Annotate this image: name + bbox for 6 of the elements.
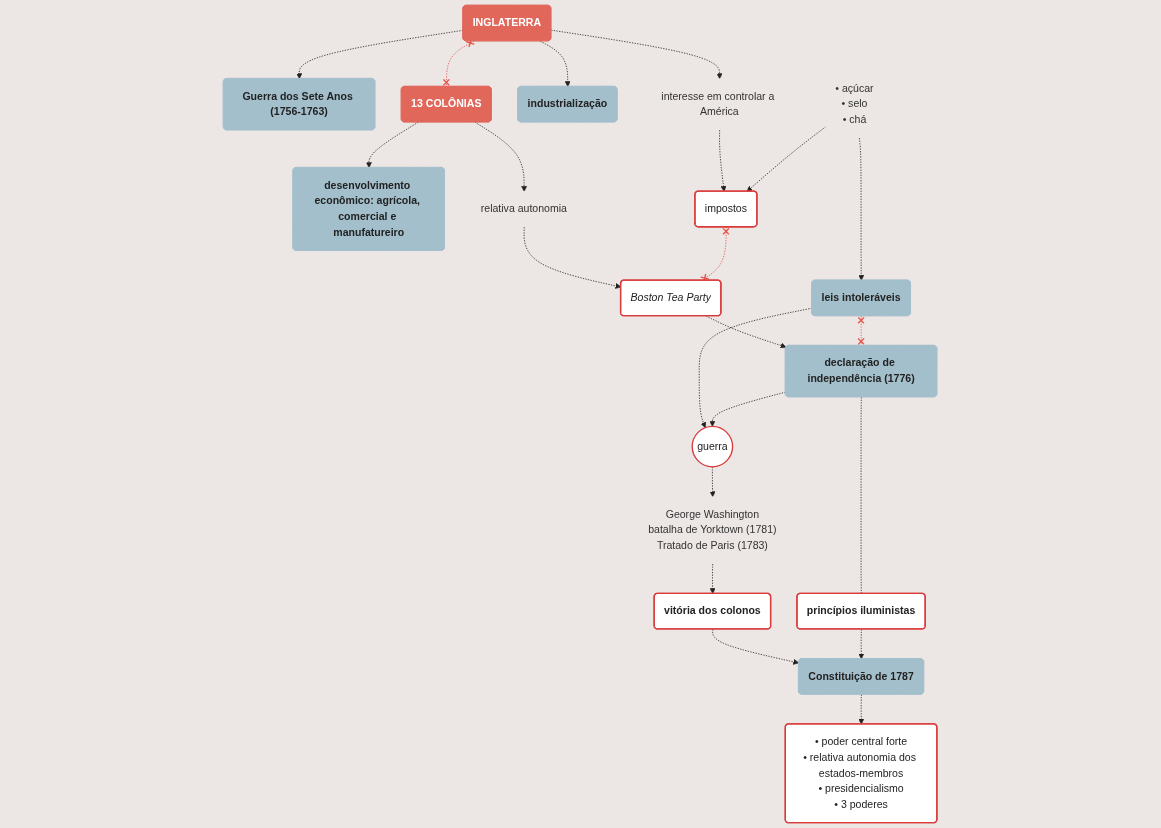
node-text: George Washington batalha de Yorktown (1781) Tratado de Paris (1783) — [648, 508, 778, 552]
node-text: interesse em controlar a América — [661, 90, 775, 118]
node-circle: guerra — [691, 425, 734, 468]
connector — [857, 315, 866, 347]
node-text: • açúcar • selo • chá — [835, 82, 875, 126]
node-text: relativa autonomia — [481, 203, 568, 215]
